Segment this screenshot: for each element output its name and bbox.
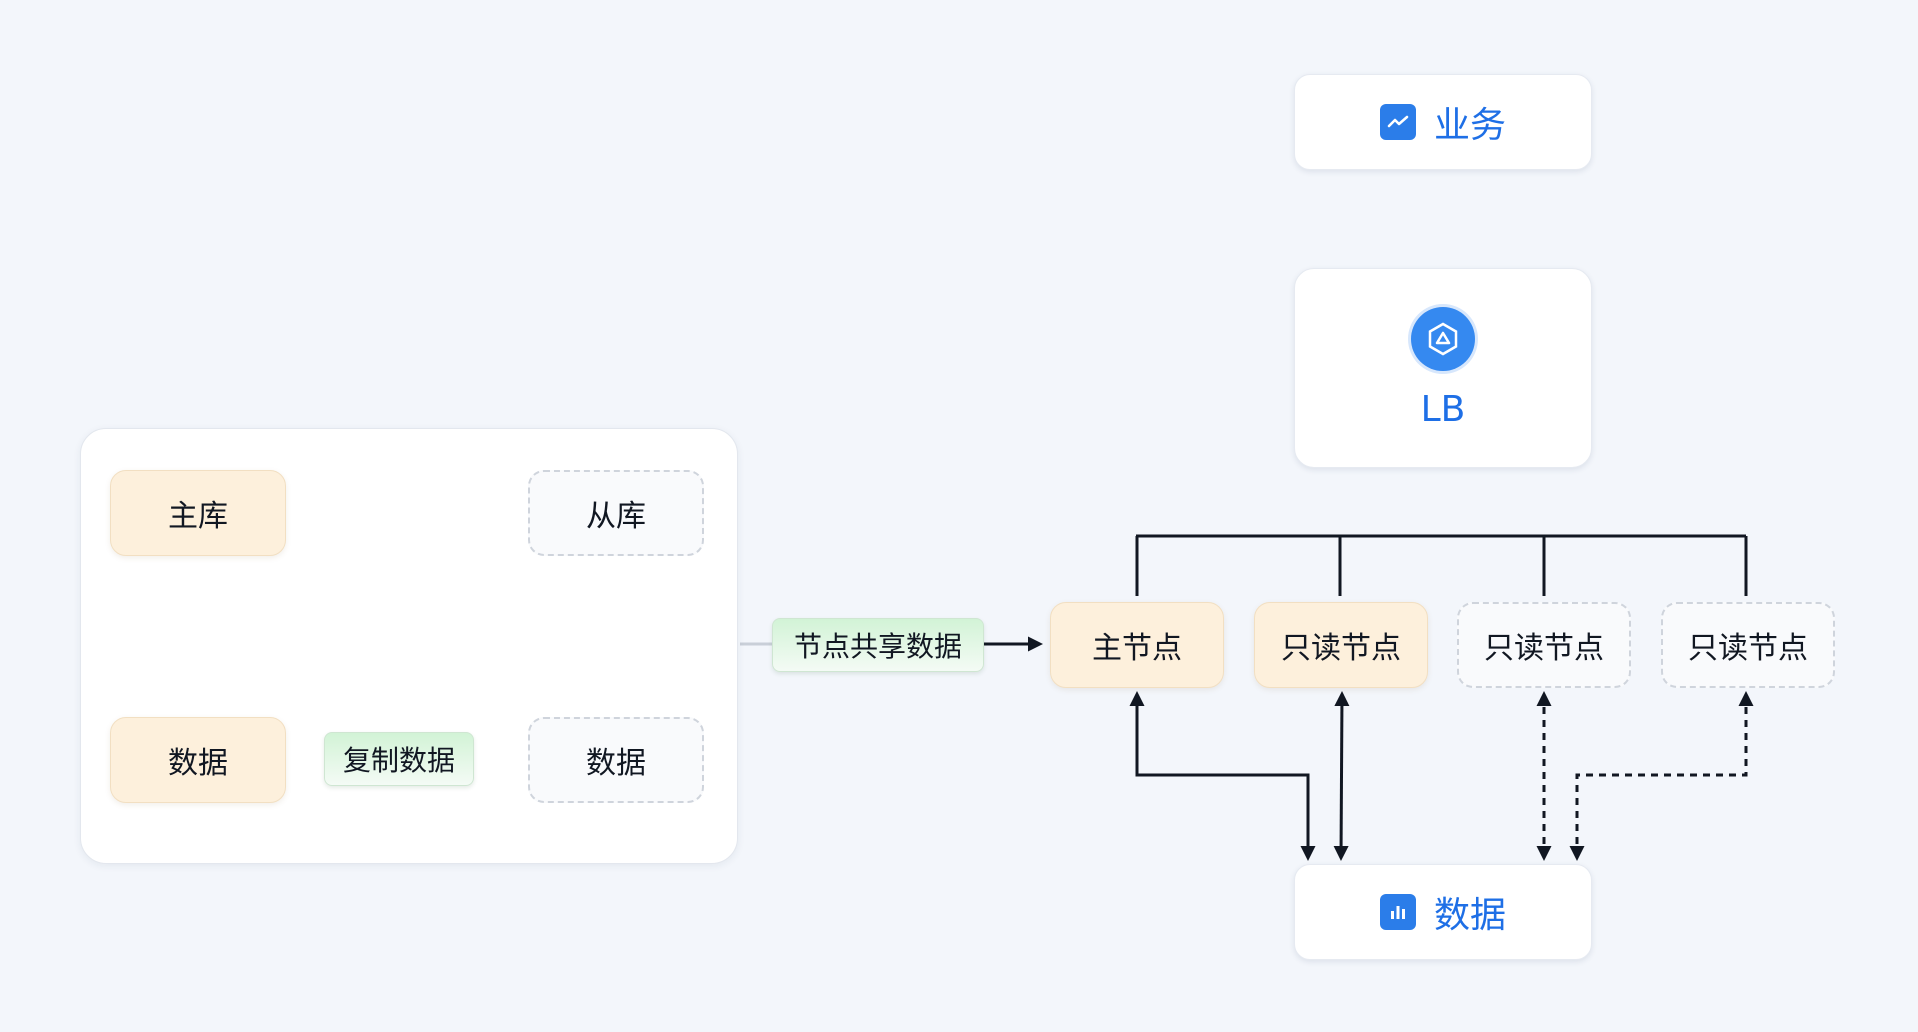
cluster-node-readonly-3: 只读节点 — [1661, 602, 1835, 688]
master-db-node: 主库 — [110, 470, 286, 556]
business-node: 业务 — [1294, 74, 1592, 170]
copy-data-tag: 复制数据 — [324, 732, 474, 786]
shared-data-label: 数据 — [1433, 895, 1506, 936]
load-balancer-icon — [1411, 306, 1475, 371]
master-data-node: 数据 — [110, 717, 286, 803]
slave-data-node: 数据 — [528, 717, 704, 803]
trend-chart-icon — [1379, 104, 1416, 140]
share-data-tag: 节点共享数据 — [772, 618, 984, 672]
slave-db-node: 从库 — [528, 470, 704, 556]
arrow-ro1-data — [1333, 691, 1350, 861]
lb-node: LB — [1294, 268, 1592, 468]
cluster-node-readonly-2: 只读节点 — [1457, 602, 1631, 688]
lb-label: LB — [1420, 388, 1466, 430]
arrow-ro3-data — [1569, 691, 1754, 861]
shared-data-node: 数据 — [1294, 864, 1592, 960]
arrow-master-data — [1129, 691, 1316, 861]
bar-chart-icon — [1379, 894, 1416, 930]
cluster-node-readonly-1: 只读节点 — [1254, 602, 1428, 688]
cluster-node-master: 主节点 — [1050, 602, 1224, 688]
business-label: 业务 — [1433, 105, 1506, 146]
